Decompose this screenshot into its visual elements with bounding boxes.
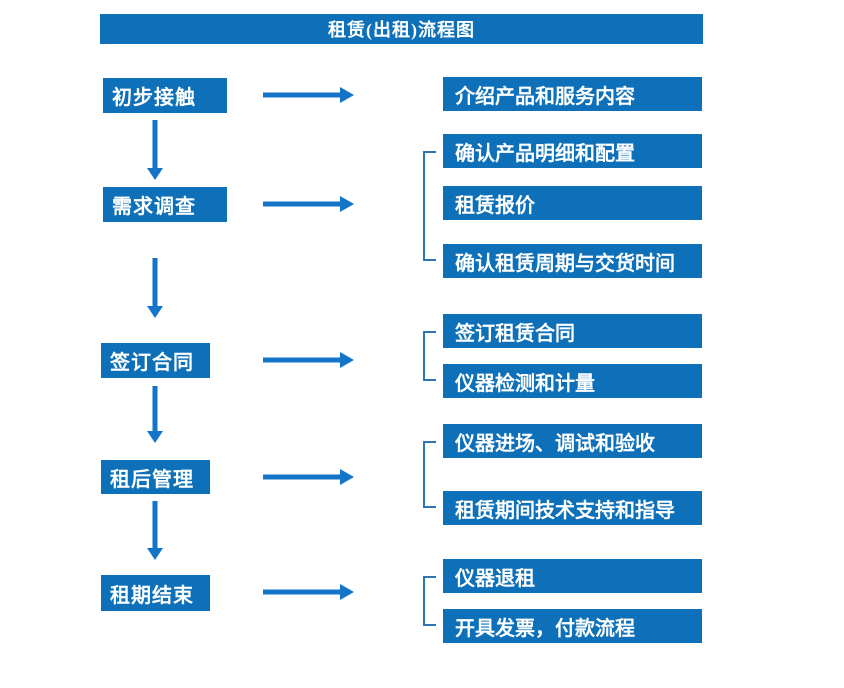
detail-box: 租赁报价 — [443, 186, 702, 220]
stage-box-post-rental-management: 租后管理 — [101, 460, 210, 494]
group-bracket — [423, 441, 436, 508]
right-arrow — [263, 351, 354, 369]
stage-box-demand-survey: 需求调查 — [103, 187, 227, 222]
right-arrow — [263, 583, 354, 601]
detail-box: 介绍产品和服务内容 — [443, 77, 702, 111]
detail-box: 开具发票，付款流程 — [443, 609, 702, 643]
stage-box-initial-contact: 初步接触 — [103, 78, 227, 113]
group-bracket — [423, 576, 436, 626]
detail-box: 仪器进场、调试和验收 — [443, 424, 702, 458]
down-arrow — [146, 258, 164, 318]
right-arrow — [263, 86, 354, 104]
detail-box: 仪器检测和计量 — [443, 364, 702, 398]
detail-box: 租赁期间技术支持和指导 — [443, 491, 702, 525]
group-bracket — [423, 151, 436, 261]
detail-box: 签订租赁合同 — [443, 314, 702, 348]
down-arrow — [146, 120, 164, 180]
right-arrow — [263, 468, 354, 486]
diagram-title: 租赁(出租)流程图 — [100, 14, 703, 44]
stage-box-rental-end: 租期结束 — [101, 575, 210, 611]
detail-box: 确认产品明细和配置 — [443, 134, 702, 168]
down-arrow — [146, 501, 164, 560]
stage-box-sign-contract: 签订合同 — [101, 343, 210, 378]
group-bracket — [423, 331, 436, 381]
right-arrow — [263, 195, 354, 213]
detail-box: 确认租赁周期与交货时间 — [443, 244, 702, 278]
down-arrow — [146, 386, 164, 443]
detail-box: 仪器退租 — [443, 559, 702, 593]
